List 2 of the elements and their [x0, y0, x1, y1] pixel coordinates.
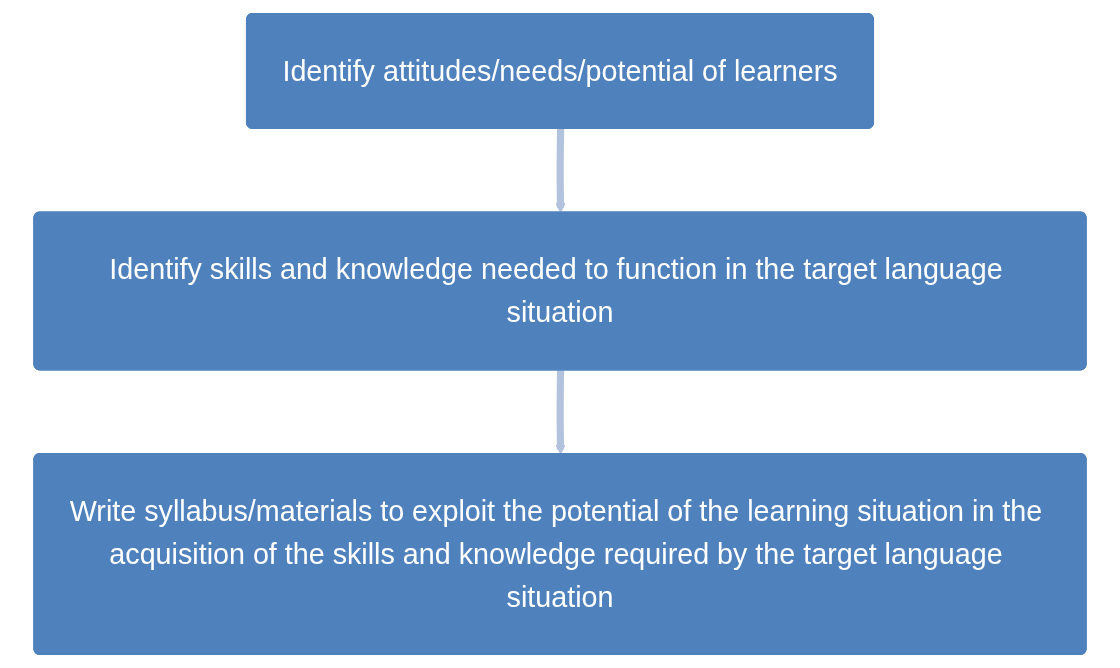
arrow: [555, 128, 566, 214]
arrow: [555, 370, 566, 455]
